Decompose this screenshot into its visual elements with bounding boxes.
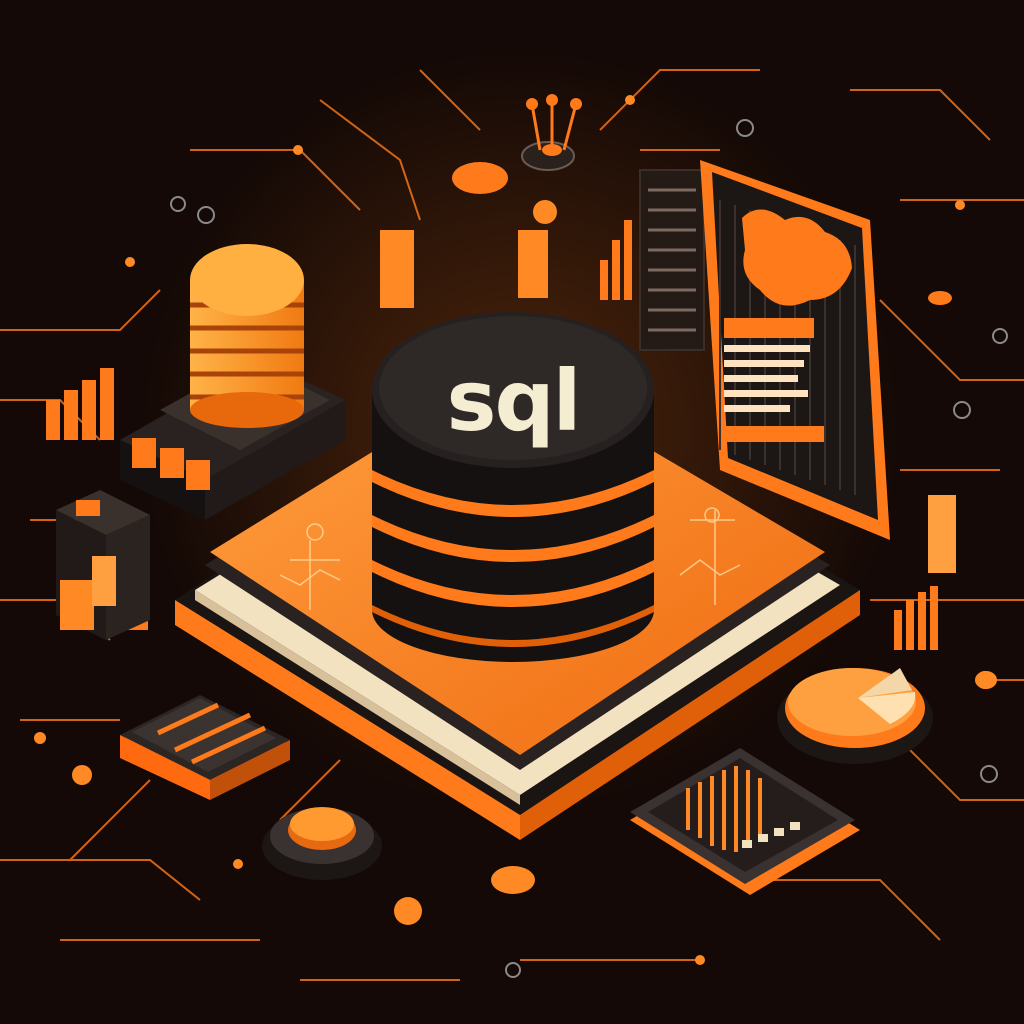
circuit-lines bbox=[0, 69, 1024, 981]
circuit-node-icon bbox=[928, 291, 952, 305]
button-icon bbox=[262, 807, 382, 880]
document-panel-icon bbox=[700, 160, 890, 540]
coin-stack-icon bbox=[120, 244, 345, 520]
cloud-icon bbox=[742, 209, 852, 306]
circuit-node-icon bbox=[452, 162, 508, 194]
bar-chart-icon bbox=[46, 220, 938, 650]
circuit-node-icon bbox=[491, 866, 535, 894]
circuit-ring-nodes bbox=[170, 119, 1008, 978]
circuit-node-icon bbox=[975, 671, 997, 689]
circuit-node-icon bbox=[533, 200, 557, 224]
antenna-icon bbox=[521, 94, 582, 171]
database-cylinder-icon: sql bbox=[372, 312, 654, 662]
document-panel-icon bbox=[639, 169, 705, 351]
server-block-icon bbox=[56, 490, 150, 640]
document-card-icon bbox=[630, 748, 860, 895]
sql-label: sql bbox=[447, 352, 580, 450]
pie-chart-icon bbox=[777, 668, 933, 764]
document-card-icon bbox=[120, 695, 290, 800]
